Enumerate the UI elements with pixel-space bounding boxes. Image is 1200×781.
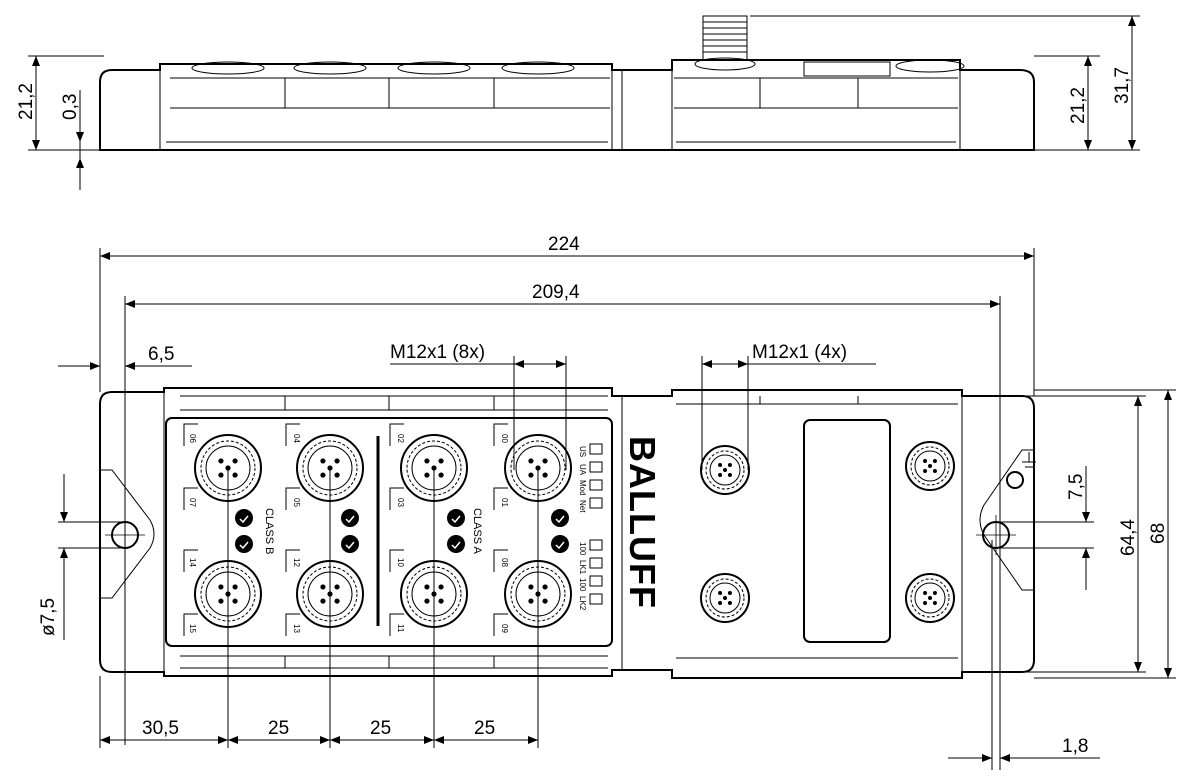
port-label-06: 06 xyxy=(188,434,197,443)
right-offset-label: 7,5 xyxy=(1066,474,1087,500)
port-status-led-2 xyxy=(341,509,359,527)
m12-port-right-4 xyxy=(905,573,955,623)
m12-ports-8x xyxy=(194,434,955,628)
side-gap-label: 0,3 xyxy=(60,94,81,120)
port-status-led-1 xyxy=(235,535,253,553)
outer-height-label: 68 xyxy=(1148,523,1169,544)
led-label-mod: Mod xyxy=(578,480,587,496)
port-status-led-5 xyxy=(447,535,465,553)
port-label-05: 05 xyxy=(292,498,301,507)
pitch-2-label: 25 xyxy=(370,718,391,739)
port-label-frame xyxy=(183,613,198,636)
overall-length-label: 224 xyxy=(548,234,580,255)
port-label-frame xyxy=(493,549,508,572)
m12-port-right-3 xyxy=(700,573,750,623)
port-label-08: 08 xyxy=(500,558,509,567)
port-label-09: 09 xyxy=(500,624,509,633)
port-label-01: 01 xyxy=(500,498,509,507)
led-label-us: US xyxy=(578,446,587,457)
port-status-led-mark-3 xyxy=(345,541,355,550)
port-status-led-3 xyxy=(341,535,359,553)
side-total-height-label: 31,7 xyxy=(1112,67,1133,104)
port-label-10: 10 xyxy=(396,558,405,567)
port-label-frame xyxy=(183,549,198,572)
side-height-right-label: 21,2 xyxy=(1068,87,1089,124)
ports-4x-label: M12x1 (4x) xyxy=(752,342,847,363)
port-label-frame xyxy=(493,487,508,510)
led-label-lk2: LK2 xyxy=(578,596,587,611)
port-label-frame xyxy=(389,487,404,510)
port-status-led-mark-7 xyxy=(555,541,565,550)
top-view xyxy=(99,387,1036,679)
side-view xyxy=(99,15,1035,151)
port-label-11: 11 xyxy=(396,624,405,633)
port-label-13: 13 xyxy=(292,624,301,633)
port-status-led-mark-5 xyxy=(451,541,461,550)
port-label-frame xyxy=(285,613,300,636)
led-label-net: Net xyxy=(578,500,587,513)
top-dimensions: 224 209,4 6,5 M12x1 (8x) M12x1 (4x) ø7,5 xyxy=(38,234,1176,770)
class-a-label: CLASS A xyxy=(471,508,483,555)
port-label-15: 15 xyxy=(188,624,197,633)
port-label-frame xyxy=(183,423,198,446)
port-status-led-0 xyxy=(235,509,253,527)
led-label-ua: UA xyxy=(578,464,587,476)
hole-spacing-label: 209,4 xyxy=(532,282,580,303)
port-label-frame xyxy=(389,549,404,572)
side-height-left-label: 21,2 xyxy=(16,83,37,120)
port-label-00: 00 xyxy=(500,434,509,443)
first-pitch-label: 30,5 xyxy=(142,718,179,739)
led-label-100-a: 100 xyxy=(578,542,587,556)
port-label-07: 07 xyxy=(188,498,197,507)
m12-port-right-2 xyxy=(905,441,955,491)
balluff-logo: BALLUFF xyxy=(622,436,663,609)
status-led-group: US UA Mod Net 100 LK1 100 LK2 xyxy=(578,443,603,611)
port-label-02: 02 xyxy=(396,434,405,443)
pitch-3-label: 25 xyxy=(474,718,495,739)
port-label-frame xyxy=(285,487,300,510)
port-label-frame xyxy=(285,423,300,446)
port-status-led-mark-0 xyxy=(239,515,249,524)
port-label-03: 03 xyxy=(396,498,405,507)
led-label-lk1: LK1 xyxy=(578,560,587,575)
port-status-led-mark-2 xyxy=(345,515,355,524)
hole-diameter-label: ø7,5 xyxy=(38,598,59,636)
class-b-label: CLASS B xyxy=(263,508,275,554)
port-status-led-4 xyxy=(447,509,465,527)
port-status-led-mark-4 xyxy=(451,515,461,524)
port-status-led-7 xyxy=(551,535,569,553)
port-label-frame xyxy=(389,613,404,636)
port-label-frame xyxy=(493,423,508,446)
port-label-frame xyxy=(183,487,198,510)
port-label-frame xyxy=(285,549,300,572)
inner-height-label: 64,4 xyxy=(1118,519,1139,556)
port-status-led-6 xyxy=(551,509,569,527)
port-label-04: 04 xyxy=(292,434,301,443)
port-label-14: 14 xyxy=(188,558,197,567)
port-labels: 06 07 04 05 02 03 00 01 14 15 12 13 10 1… xyxy=(183,423,509,636)
ports-8x-label: M12x1 (8x) xyxy=(390,342,485,363)
port-label-12: 12 xyxy=(292,558,301,567)
port-label-frame xyxy=(389,423,404,446)
led-label-100-b: 100 xyxy=(578,578,587,592)
right-margin-label: 1,8 xyxy=(1062,736,1088,757)
port-status-led-mark-1 xyxy=(239,541,249,550)
port-status-led-mark-6 xyxy=(555,515,565,524)
pitch-1-label: 25 xyxy=(268,718,289,739)
m12-port-right-1 xyxy=(700,445,750,495)
side-dimensions: 21,2 0,3 21,2 31,7 xyxy=(16,15,1140,190)
edge-offset-label: 6,5 xyxy=(148,344,174,365)
port-label-frame xyxy=(493,613,508,636)
